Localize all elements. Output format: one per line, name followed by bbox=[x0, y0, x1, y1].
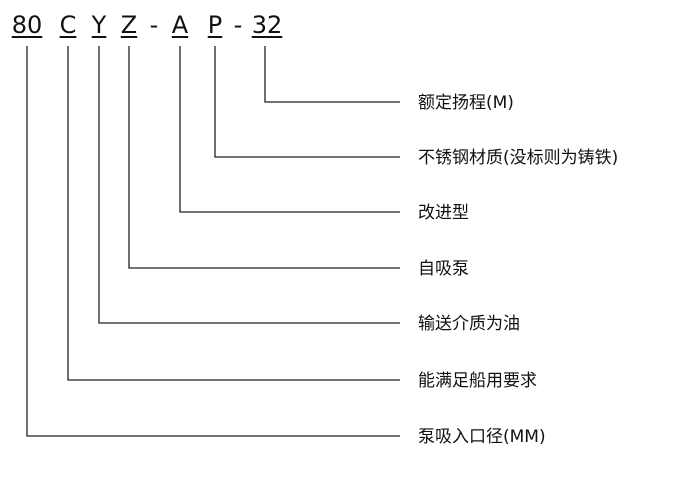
code-part-self-priming: Z bbox=[120, 11, 138, 39]
leader-oil bbox=[98, 46, 400, 324]
code-part-improved: A bbox=[171, 11, 189, 39]
code-part-marine: C bbox=[59, 11, 77, 39]
label-inlet-diameter: 泵吸入口径(MM) bbox=[418, 427, 546, 447]
code-separator: - bbox=[149, 11, 159, 39]
code-part-head: 32 bbox=[251, 11, 283, 39]
code-separator: - bbox=[233, 11, 243, 39]
leader-self-priming bbox=[128, 46, 400, 269]
leader-head bbox=[264, 46, 400, 103]
label-self-priming-pump: 自吸泵 bbox=[418, 259, 469, 279]
leader-size bbox=[26, 46, 400, 437]
label-improved-type: 改进型 bbox=[418, 203, 469, 223]
code-part-stainless: P bbox=[207, 11, 223, 39]
label-rated-head: 额定扬程(M) bbox=[418, 93, 514, 113]
leader-stainless bbox=[214, 46, 400, 158]
leader-improved bbox=[179, 46, 400, 213]
label-oil-medium: 输送介质为油 bbox=[418, 314, 520, 334]
label-stainless-material: 不锈钢材质(没标则为铸铁) bbox=[418, 148, 619, 168]
label-marine-requirement: 能满足船用要求 bbox=[418, 371, 537, 391]
code-part-oil: Y bbox=[91, 11, 107, 39]
code-part-size: 80 bbox=[11, 11, 43, 39]
leader-marine bbox=[67, 46, 400, 381]
